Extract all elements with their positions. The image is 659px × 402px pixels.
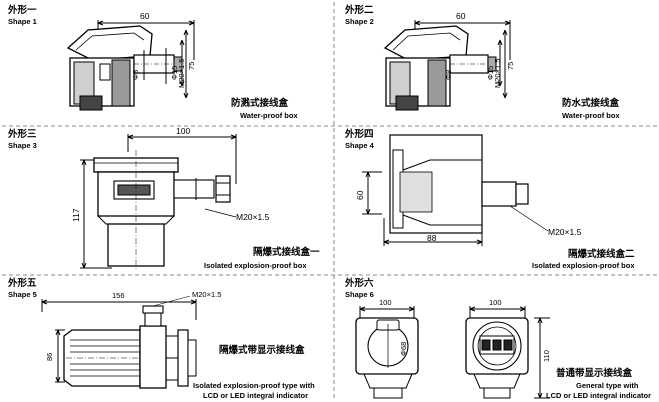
shape5-dim-height: 86: [45, 352, 54, 361]
shape1-caption-zh: 防溅式接线盒: [231, 98, 289, 109]
shape5-caption-en-line1: Isolated explosion-proof type with: [193, 381, 315, 390]
shape6-caption-en-line1: General type with: [576, 381, 639, 390]
shape3-title-zh: 外形三: [8, 129, 37, 140]
shape2-caption-zh: 防水式接线盒: [562, 98, 620, 109]
shape3-caption-zh: 隔爆式接线盒一: [253, 247, 320, 258]
shape5-caption-en-line2: LCD or LED integral indicator: [203, 391, 309, 400]
shape1-caption-en: Water-proof box: [240, 111, 298, 120]
shape2-dim-thread: M20×1.5: [493, 58, 502, 88]
shape2-drawing: [383, 20, 511, 111]
shape4-dim-thread: M20×1.5: [548, 227, 582, 237]
shape4-dim-height: 60: [355, 190, 365, 200]
shape5-caption-zh: 隔爆式带显示接线盒: [219, 345, 305, 356]
shape6-caption-en-line2: LCD or LED integral indicator: [546, 391, 652, 400]
shape6-side-dim-width: 100: [489, 298, 502, 307]
shape5-title-zh: 外形五: [8, 278, 37, 289]
shape1-title-en: Shape 1: [8, 17, 37, 26]
shape4-title-zh: 外形四: [345, 129, 374, 140]
shape1-dim-height: 75: [187, 61, 196, 70]
shape6-title-en: Shape 6: [345, 290, 374, 299]
shape2-dim-height: 75: [506, 61, 515, 70]
shape5-dim-thread: M20×1.5: [192, 290, 222, 299]
shape2-dim-phi8: Φ8: [444, 69, 453, 80]
shape3-dim-width: 100: [176, 126, 191, 136]
shape6-front-dim-width: 100: [379, 298, 392, 307]
shape4-drawing: [362, 134, 549, 246]
shape2-dim-width: 60: [456, 11, 466, 21]
shape4-title-en: Shape 4: [345, 141, 374, 150]
shape3-drawing: [80, 134, 237, 270]
shape6-caption-zh: 普通带显示接线盒: [556, 368, 633, 379]
shape3-dim-thread: M20×1.5: [236, 212, 270, 222]
shape2-caption-en: Water-proof box: [562, 111, 620, 120]
shape3-title-en: Shape 3: [8, 141, 37, 150]
shape4-caption-zh: 隔爆式接线盒二: [568, 249, 635, 260]
shape6-dim-height: 110: [542, 350, 551, 362]
shape5-dim-width: 156: [112, 291, 125, 300]
shape1-dim-phi8: Φ8: [131, 69, 140, 80]
shape1-dim-thread: M20×1.5: [177, 58, 186, 88]
shape6-dim-phi68: Φ68: [399, 341, 408, 356]
shape6-title-zh: 外形六: [345, 278, 374, 289]
shape3-caption-en: Isolated explosion-proof box: [204, 261, 307, 270]
shape3-dim-height: 117: [71, 208, 81, 222]
shape1-dim-width: 60: [140, 11, 150, 21]
shape5-title-en: Shape 5: [8, 290, 37, 299]
shape4-caption-en: Isolated explosion-proof box: [532, 261, 635, 270]
shape1-title-zh: 外形一: [8, 5, 37, 16]
shape6-drawing: [355, 306, 550, 399]
shape2-title-zh: 外形二: [345, 5, 374, 16]
shape5-drawing: [41, 295, 197, 389]
shape1-drawing: [66, 20, 195, 111]
shape4-dim-width: 88: [427, 233, 437, 243]
shape2-title-en: Shape 2: [345, 17, 374, 26]
